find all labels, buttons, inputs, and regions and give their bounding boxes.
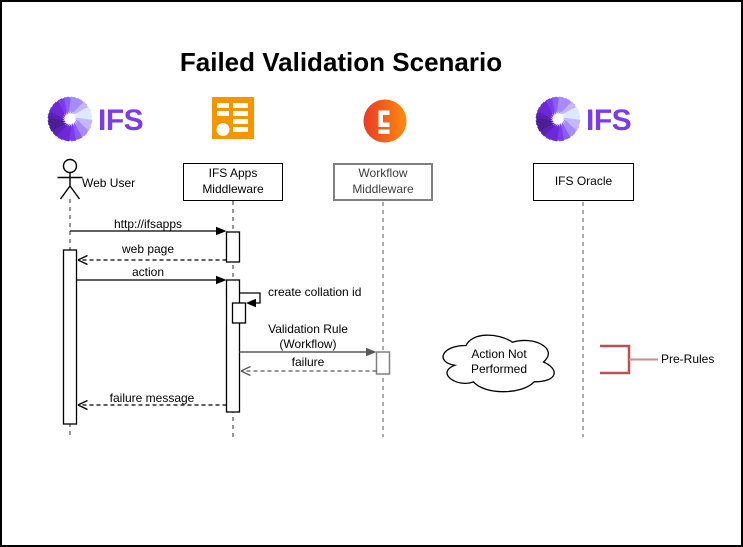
participant-label-web-user: Web User: [82, 176, 136, 190]
participant-box-ifs-apps-middleware: IFS Apps Middleware: [183, 163, 283, 201]
activation-bar-ifs-apps-1: [225, 231, 241, 263]
ifs-logo-text: IFS: [586, 104, 631, 137]
page-title: Failed Validation Scenario: [179, 47, 503, 77]
activation-bar-web-user: [62, 249, 78, 425]
actor-figure-icon: [57, 158, 83, 200]
ifs-spiral-blade: [563, 119, 580, 137]
message-label-create-collation-id: create collation id: [268, 285, 362, 299]
participant-box-ifs-oracle: IFS Oracle: [533, 163, 634, 201]
ifs-spiral-blade: [48, 101, 65, 119]
participant-box-workflow-middleware: Workflow Middleware: [333, 163, 433, 201]
ifs-logo-text: IFS: [98, 104, 143, 137]
ifs-spiral-blade: [75, 119, 92, 137]
ifs-spiral-blade: [558, 97, 576, 114]
activation-bar-ifs-apps-2: [225, 279, 241, 413]
pre-rules-label: Pre-Rules: [661, 352, 715, 366]
ifs-spiral-blade: [540, 124, 558, 141]
message-label-failure-message: failure message: [109, 391, 195, 405]
pre-rules-bracket: [600, 344, 658, 375]
ifs-spiral-blade: [536, 101, 553, 119]
message-label-failure: failure: [291, 355, 325, 369]
message-label-validation-rule: Validation Rule (Workflow): [268, 322, 348, 351]
activation-bar-workflow: [375, 351, 391, 375]
cloud-text: Action Not Performed: [470, 347, 528, 376]
form-icon: [212, 97, 254, 139]
ifs-spiral-blade: [562, 117, 581, 132]
ifs-spiral-blade: [70, 97, 88, 114]
ifs-spiral-icon: [47, 96, 93, 142]
camunda-icon: [363, 99, 407, 143]
ifs-logo-icon: IFS: [535, 96, 632, 142]
ifs-spiral-icon: [535, 96, 581, 142]
message-label-http-ifsapps: http://ifsapps: [113, 217, 183, 231]
ifs-spiral-blade: [52, 124, 70, 141]
ifs-spiral-blade: [74, 117, 93, 132]
arrow-create-collation-id: [239, 292, 261, 308]
message-label-action: action: [131, 265, 165, 279]
ifs-logo-icon: IFS: [47, 96, 144, 142]
message-label-web-page: web page: [121, 242, 175, 256]
activation-bar-self-call: [231, 302, 247, 324]
